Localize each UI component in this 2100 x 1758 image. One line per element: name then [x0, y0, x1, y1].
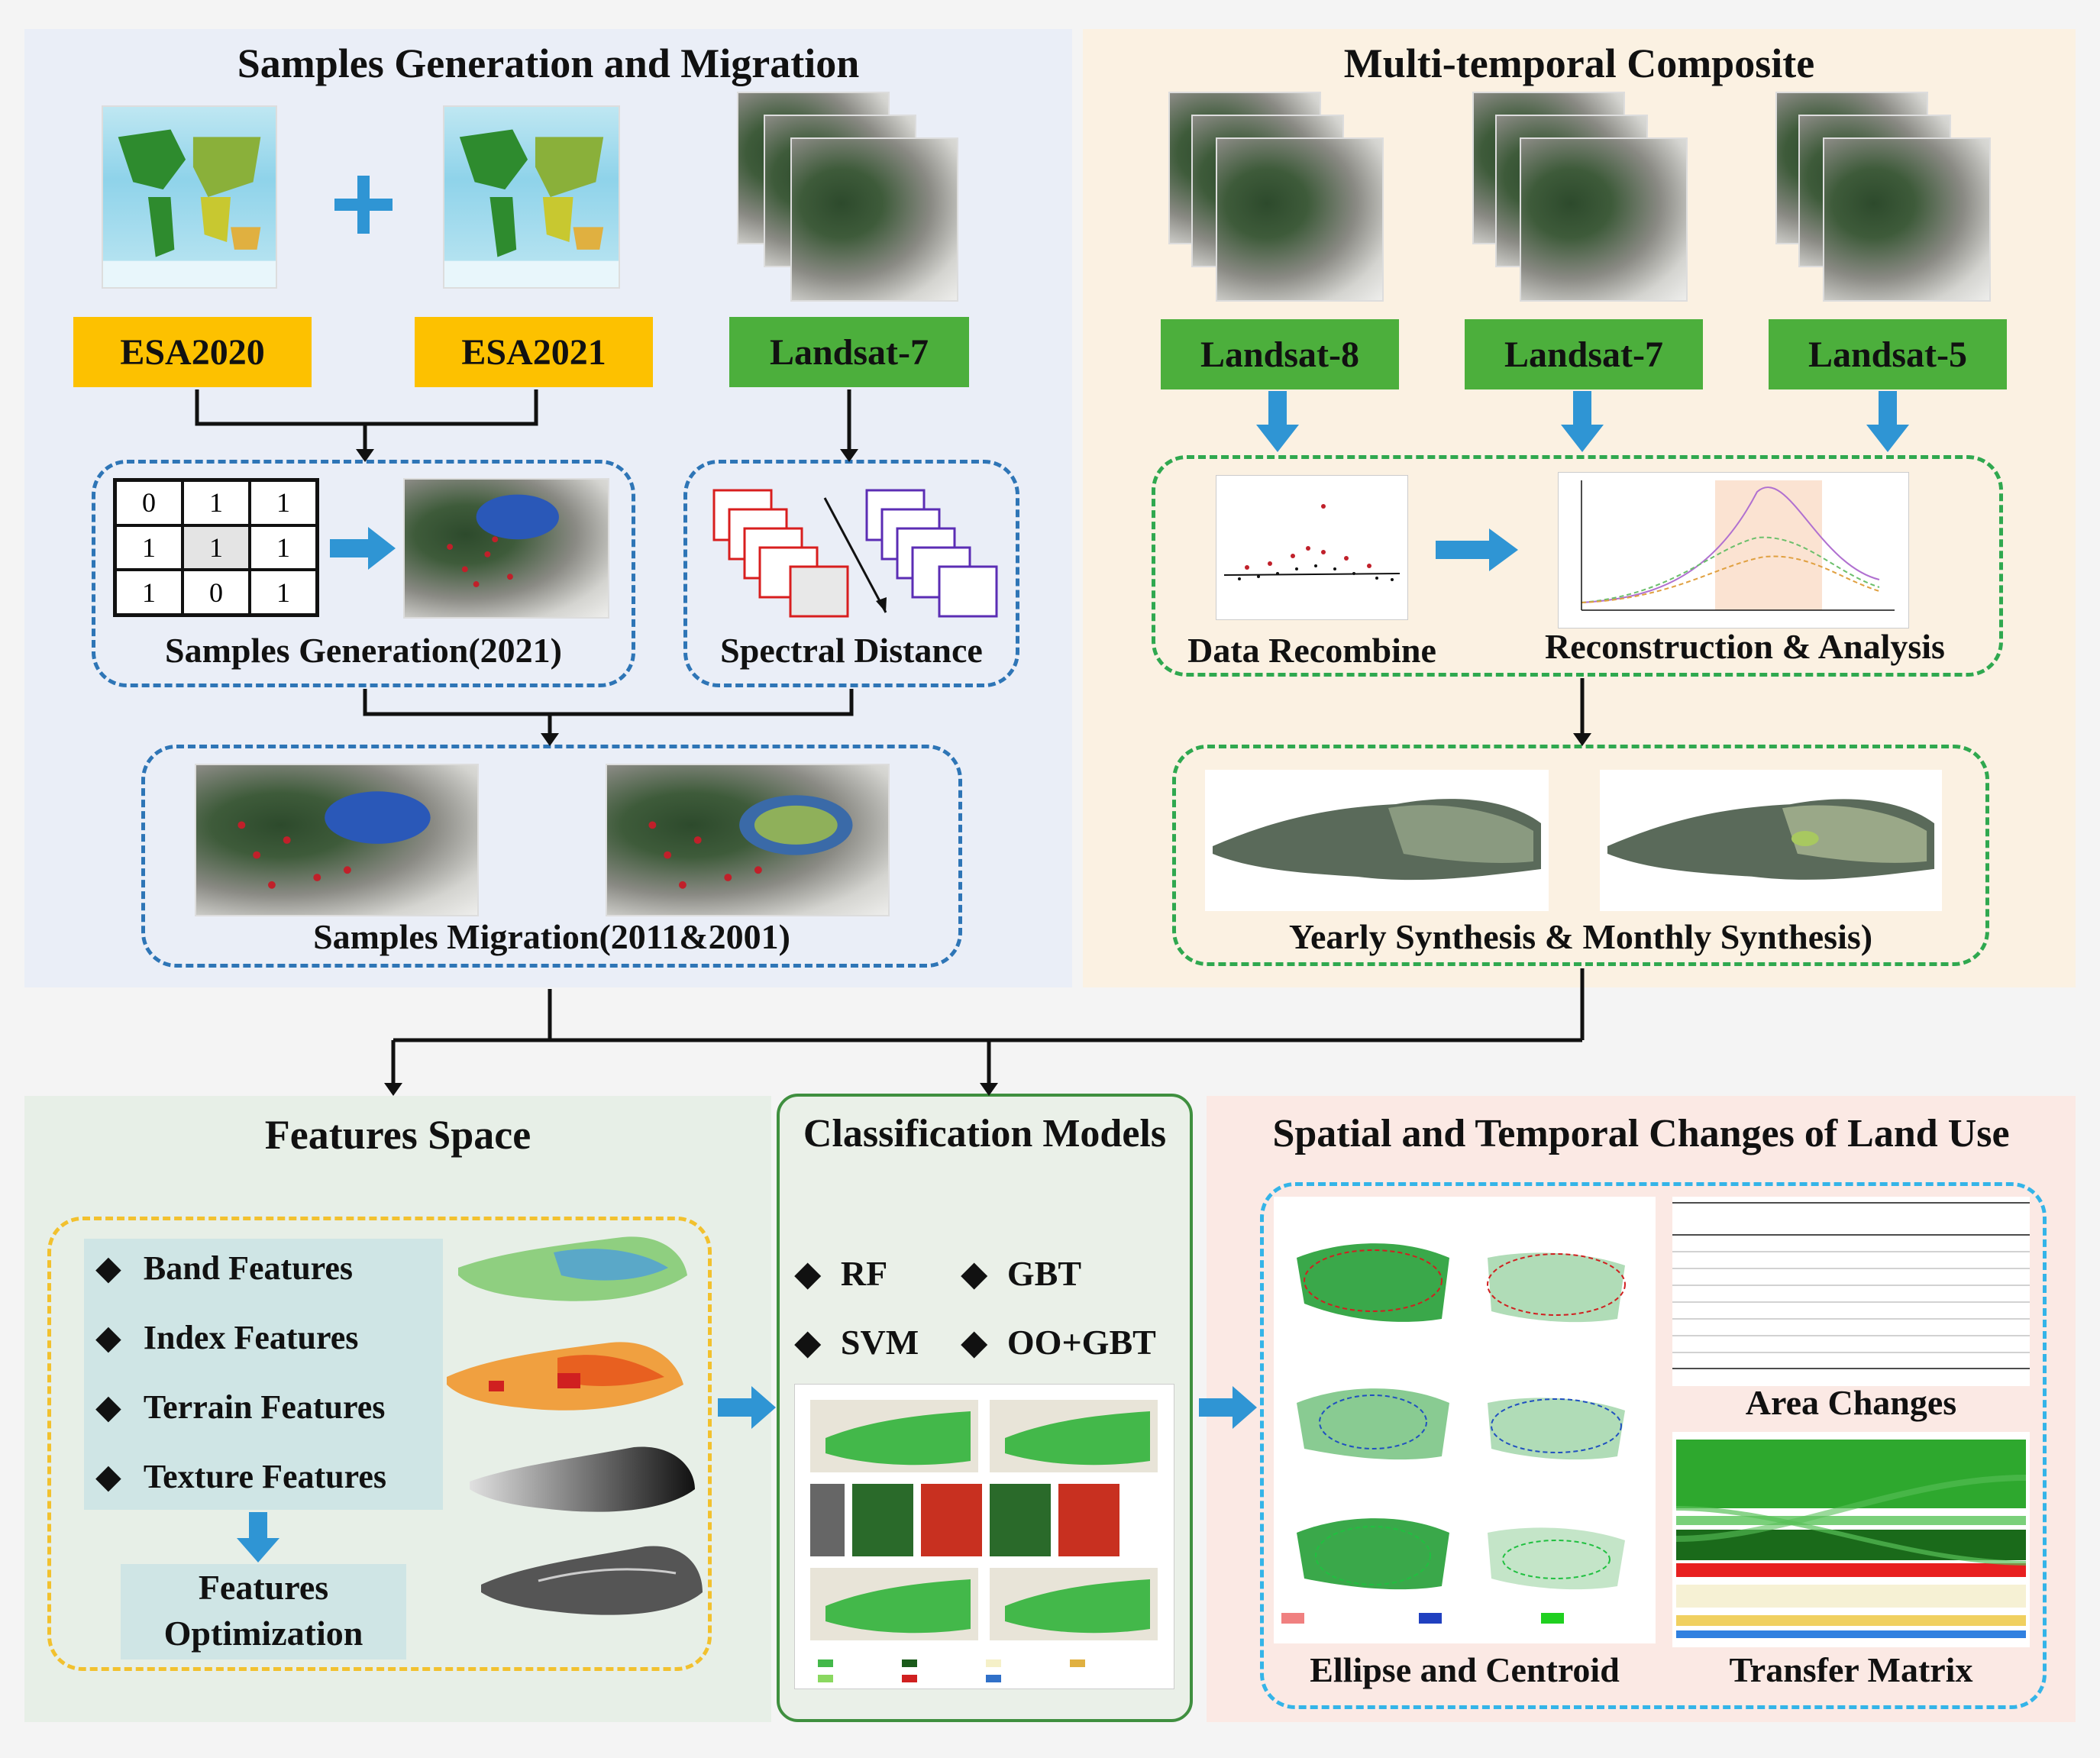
- model-rf: ◆ RF: [794, 1254, 888, 1293]
- yearly-synthesis-image: [1205, 770, 1549, 911]
- blue-arrow-down-icon: [237, 1512, 279, 1562]
- blue-arrow-right-icon: [1199, 1386, 1257, 1429]
- features-optimization-line2: Optimization: [163, 1614, 363, 1653]
- samples-title: Samples Generation and Migration: [237, 40, 860, 86]
- grid-cell: 1: [250, 525, 317, 570]
- terrain-feature-map-image: [466, 1436, 699, 1524]
- data-recombine-chart-image: [1216, 475, 1408, 620]
- synthesis-label: Yearly Synthesis & Monthly Synthesis): [1288, 917, 1873, 956]
- index-features-item: ◆ Index Features: [95, 1319, 359, 1356]
- esa2021-map-image: [443, 105, 620, 289]
- grid-cell: 1: [183, 480, 250, 525]
- blue-arrow-down-icon: [1561, 391, 1604, 452]
- model-rf-label: RF: [840, 1254, 888, 1293]
- landsat8-stack-image-3: [1216, 137, 1384, 302]
- model-gbt: ◆ GBT: [961, 1254, 1082, 1293]
- esa2020-map-image: [102, 105, 277, 289]
- features-list-bg: [84, 1239, 443, 1510]
- samples-migration-image-2001: [606, 764, 890, 916]
- grid-matrix: 0 1 1 1 1 1 1 0 1: [113, 478, 319, 617]
- landsat8-label: Landsat-8: [1161, 319, 1399, 389]
- landsat7b-stack-image-3: [1520, 137, 1688, 302]
- landsat7b-label: Landsat-7: [1465, 319, 1703, 389]
- grid-cell: 0: [183, 570, 250, 615]
- spectral-squares-diagram: [706, 483, 1012, 635]
- samples-generation-label: Samples Generation(2021): [164, 631, 562, 670]
- data-recombine-label: Data Recombine: [1187, 631, 1436, 670]
- grid-cell: 0: [115, 480, 183, 525]
- reconstruction-box: [1152, 455, 2003, 677]
- terrain-features-label: Terrain Features: [143, 1388, 386, 1426]
- features-optimization-line1: Features: [198, 1568, 329, 1607]
- texture-feature-map-image: [477, 1535, 706, 1627]
- blue-arrow-down-icon: [1256, 391, 1299, 452]
- grid-cell: 1: [250, 570, 317, 615]
- band-features-label: Band Features: [143, 1249, 354, 1287]
- synthesis-box: [1172, 745, 1989, 966]
- model-svm-label: SVM: [840, 1323, 919, 1362]
- grid-cell: 1: [183, 525, 250, 570]
- grid-cell: 1: [115, 570, 183, 615]
- model-oo-gbt-label: OO+GBT: [1006, 1323, 1156, 1362]
- area-changes-label: Area Changes: [1745, 1383, 1957, 1422]
- changes-box: [1260, 1182, 2047, 1709]
- transfer-matrix-image: [1672, 1432, 2030, 1647]
- ellipse-centroid-maps-image: [1274, 1197, 1656, 1643]
- ellipse-centroid-label: Ellipse and Centroid: [1310, 1650, 1620, 1689]
- blue-arrow-right-icon: [1436, 528, 1518, 571]
- reconstruction-label: Reconstruction & Analysis: [1545, 627, 1945, 666]
- features-optimization-box: [121, 1564, 406, 1659]
- plus-icon: [334, 176, 393, 234]
- landsat7-stack-image-3: [790, 137, 958, 302]
- texture-features-item: ◆ Texture Features: [95, 1458, 386, 1495]
- esa2020-label: ESA2020: [73, 317, 312, 387]
- samples-migration-label: Samples Migration(2011&2001): [313, 917, 790, 956]
- samples-migration-image-2011: [195, 764, 479, 916]
- blue-arrow-right-icon: [330, 527, 396, 570]
- samples-generation-image: [403, 478, 609, 619]
- monthly-synthesis-image: [1600, 770, 1942, 911]
- grid-cell: 1: [115, 525, 183, 570]
- blue-arrow-right-icon: [718, 1386, 776, 1429]
- texture-features-label: Texture Features: [143, 1458, 386, 1495]
- grid-cell: 1: [250, 480, 317, 525]
- model-oo-gbt: ◆ OO+GBT: [961, 1323, 1156, 1362]
- landsat5-label: Landsat-5: [1769, 319, 2007, 389]
- esa2021-label: ESA2021: [415, 317, 653, 387]
- classification-results-image: [794, 1384, 1174, 1689]
- reconstruction-chart-image: [1558, 472, 1909, 629]
- index-feature-map-image: [443, 1327, 687, 1423]
- changes-title: Spatial and Temporal Changes of Land Use: [1272, 1112, 2010, 1155]
- transfer-matrix-label: Transfer Matrix: [1729, 1650, 1973, 1689]
- features-box: [47, 1217, 712, 1671]
- blue-arrow-down-icon: [1866, 391, 1909, 452]
- models-title: Classification Models: [803, 1112, 1167, 1155]
- model-gbt-label: GBT: [1006, 1254, 1082, 1293]
- band-features-item: ◆ Band Features: [95, 1249, 354, 1287]
- composite-title: Multi-temporal Composite: [1343, 40, 1815, 86]
- terrain-features-item: ◆ Terrain Features: [95, 1388, 386, 1426]
- features-title: Features Space: [264, 1112, 531, 1158]
- area-table-image: [1672, 1197, 2030, 1386]
- landsat7-label: Landsat-7: [729, 317, 969, 387]
- landsat5-stack-image-3: [1823, 137, 1991, 302]
- spectral-distance-label: Spectral Distance: [720, 631, 983, 670]
- samples-migration-box: [141, 745, 962, 968]
- index-features-label: Index Features: [143, 1319, 359, 1356]
- band-feature-map-image: [454, 1222, 691, 1314]
- model-svm: ◆ SVM: [794, 1323, 919, 1362]
